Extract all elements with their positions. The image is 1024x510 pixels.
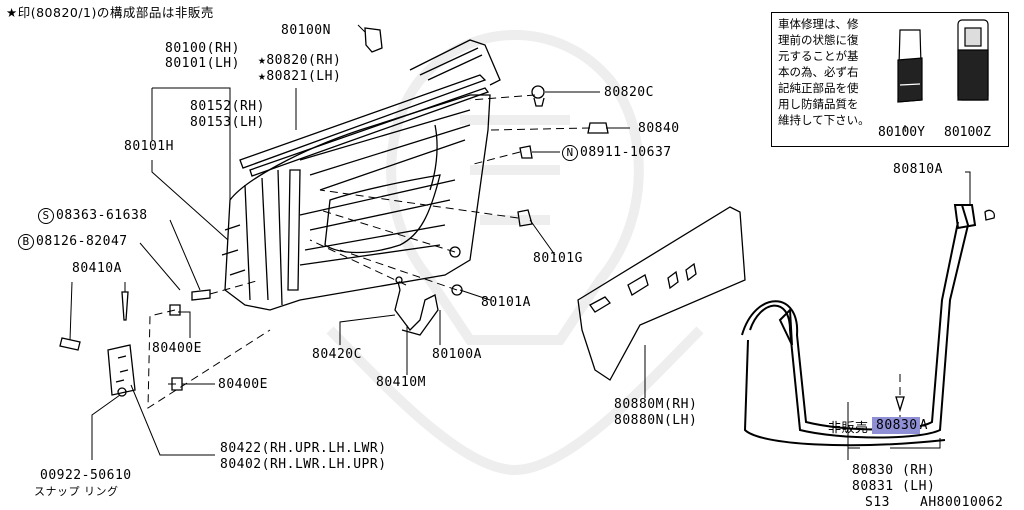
circled-s-icon: S [38,208,54,224]
part-label-80820[interactable]: ★80820(RH) [258,53,342,68]
info-line: 記純正部品を使 [778,81,859,95]
info-line: 車体修理は、修 [778,17,859,31]
part-label-80821[interactable]: ★80821(LH) [258,69,342,84]
info-line: 維持して下さい。 [778,113,870,127]
watermark-emblem [326,30,704,476]
part-label-80820C[interactable]: 80820C [604,85,654,100]
door-check-link [394,276,439,336]
info-box: 車体修理は、修 理前の状態に復 元することが基 本の為、必ず右 記純正部品を使 … [771,12,1009,147]
part-label-80101G[interactable]: 80101G [533,251,583,266]
part-label-80410A[interactable]: 80410A [72,261,122,276]
bracket-80100N [364,27,383,53]
info-line: 用し防錆品質を [778,97,859,111]
model-code: S13 [865,495,890,510]
clips-fasteners [59,85,996,413]
part-label-80100N[interactable]: 80100N [281,23,331,38]
product-can-80100Z [957,19,989,101]
assembly-dashed-lines [147,94,901,409]
door-weatherstrip [741,204,977,447]
part-label-80831[interactable]: 80831 (LH) [852,479,936,494]
door-shell [221,94,491,311]
part-label-80840[interactable]: 80840 [638,121,680,136]
part-label-80101A[interactable]: 80101A [481,295,531,310]
part-label-80153[interactable]: 80153(LH) [190,115,265,130]
part-label-80810A[interactable]: 80810A [893,162,943,177]
diagram-code: AH80010062 [920,495,1004,510]
not-for-sale-label: 非販売 [828,421,869,436]
part-label-80100Y[interactable]: 80100Y [878,125,925,140]
part-label-80410M[interactable]: 80410M [376,375,426,390]
part-label-80830[interactable]: 80830 (RH) [852,463,936,478]
highlighted-part-number: 80830 [872,417,920,434]
door-trim-panel [577,206,746,381]
product-tube-80100Y [897,29,923,103]
part-label-80100Z[interactable]: 80100Z [944,125,991,140]
snap-ring-label: スナップ リング [34,485,119,498]
glass-run-strips [239,39,501,177]
header-note: ★印(80820/1)の構成部品は非販売 [6,5,214,20]
leader-lines [69,24,971,460]
info-line: 元することが基 [778,49,859,63]
part-label-80422[interactable]: 80422(RH.UPR.LH.LWR) [220,441,387,456]
circled-n-icon: N [562,145,578,161]
part-label-80880N[interactable]: 80880N(LH) [614,413,698,428]
part-label-80100[interactable]: 80100(RH) [165,41,240,56]
part-label-00922[interactable]: 00922-50610 [40,468,132,483]
part-label-80400E-lower[interactable]: 80400E [218,377,268,392]
part-label-80101H[interactable]: 80101H [124,139,174,154]
part-label-80100A[interactable]: 80100A [432,347,482,362]
info-line: 本の為、必ず右 [778,65,859,79]
part-label-80402[interactable]: 80402(RH.LWR.LH.UPR) [220,457,387,472]
info-box-text: 車体修理は、修 理前の状態に復 元することが基 本の為、必ず右 記純正部品を使 … [778,16,870,128]
info-line: 理前の状態に復 [778,33,859,47]
door-hinge [107,344,136,397]
part-label-80101[interactable]: 80101(LH) [165,56,240,71]
part-label-80152[interactable]: 80152(RH) [190,99,265,114]
part-label-80400E-upper[interactable]: 80400E [152,341,202,356]
part-label-80420C[interactable]: 80420C [312,347,362,362]
circled-b-icon: B [18,234,34,250]
part-label-80880M[interactable]: 80880M(RH) [614,397,698,412]
